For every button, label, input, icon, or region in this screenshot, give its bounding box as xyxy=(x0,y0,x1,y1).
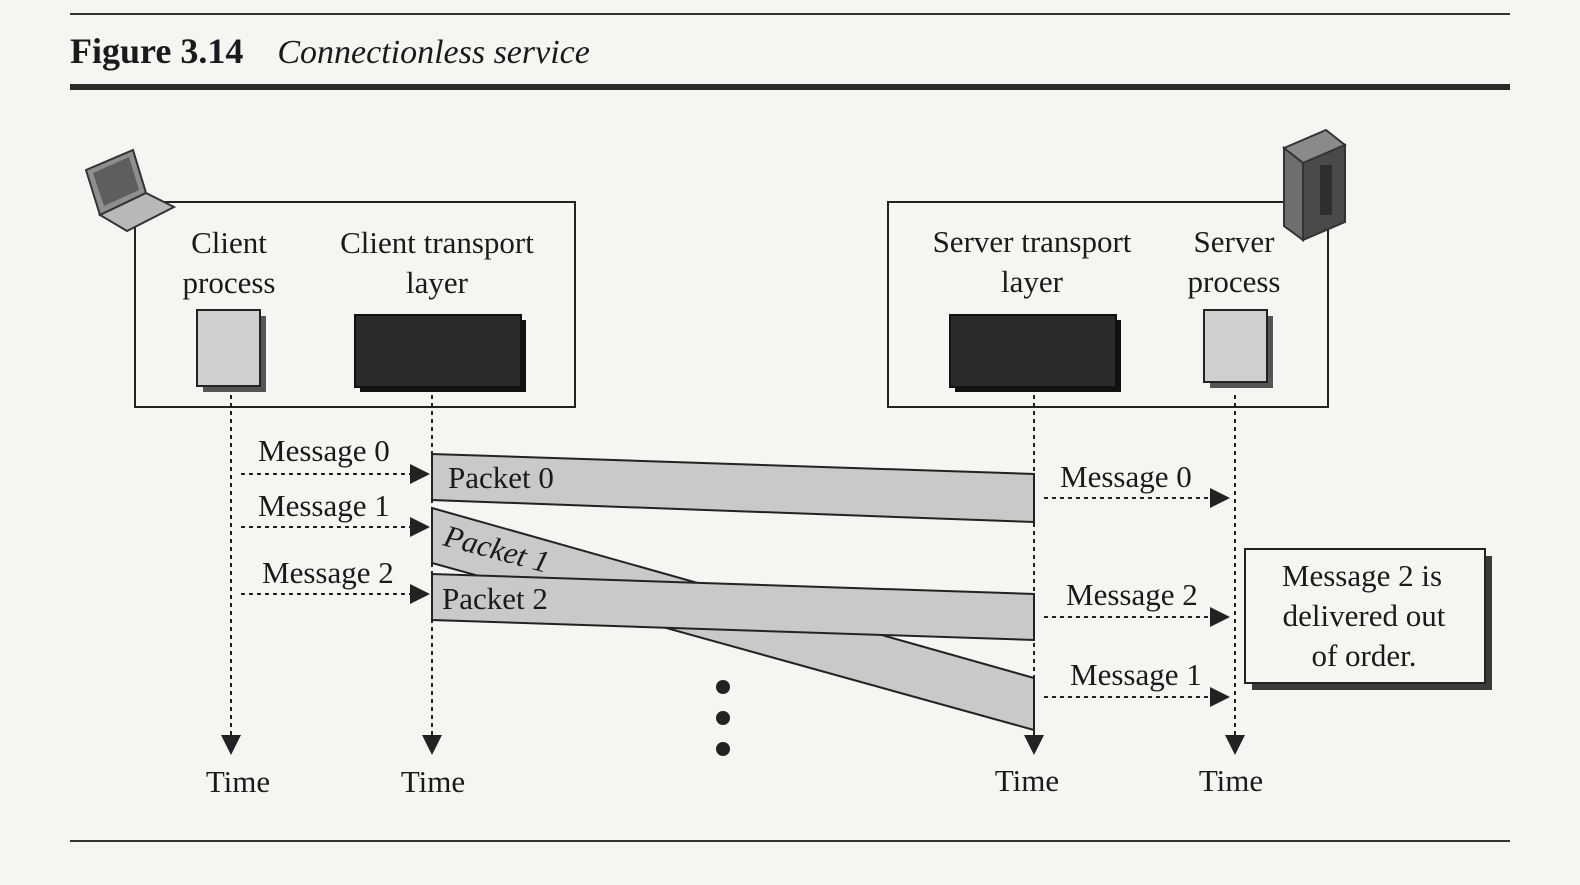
laptop-icon xyxy=(84,148,177,233)
continuation-dot-2 xyxy=(716,711,730,725)
client-process-label-2: process xyxy=(183,265,276,300)
server-process-label-1: Server xyxy=(1194,224,1276,259)
figure-caption: Figure 3.14 Connectionless service xyxy=(70,30,590,72)
sent-message-2: Message 2 xyxy=(262,555,394,590)
server-tower-icon xyxy=(1282,128,1347,242)
continuation-dot-1 xyxy=(716,680,730,694)
server-transport-block xyxy=(949,314,1121,392)
delivered-message-2: Message 2 xyxy=(1066,577,1198,612)
delivered-message-1: Message 1 xyxy=(1070,657,1202,692)
client-process-block xyxy=(196,309,266,392)
time-label-client-process: Time xyxy=(206,764,270,799)
note-line-1: Message 2 is xyxy=(1282,558,1442,593)
out-of-order-note xyxy=(1244,548,1492,690)
note-line-3: of order. xyxy=(1311,638,1416,673)
note-line-2: delivered out xyxy=(1283,598,1446,633)
delivered-message-0: Message 0 xyxy=(1060,459,1192,494)
top-rule xyxy=(70,13,1510,15)
server-transport-label-1: Server transport xyxy=(933,224,1132,259)
caption-rule xyxy=(70,84,1510,90)
sent-message-0: Message 0 xyxy=(258,433,390,468)
figure-title: Connectionless service xyxy=(277,34,590,71)
packet-label-2: Packet 2 xyxy=(442,581,548,616)
bottom-rule xyxy=(70,840,1510,842)
server-transport-label-2: layer xyxy=(1001,264,1064,299)
client-transport-label-2: layer xyxy=(406,265,469,300)
packet-2 xyxy=(431,572,1035,642)
packet-0 xyxy=(431,452,1035,524)
continuation-dot-3 xyxy=(716,742,730,756)
packet-label-0: Packet 0 xyxy=(448,460,554,495)
time-label-server-process: Time xyxy=(1199,763,1263,798)
time-label-client-transport: Time xyxy=(401,764,465,799)
client-process-label-1: Client xyxy=(191,225,267,260)
sent-message-1: Message 1 xyxy=(258,488,390,523)
server-process-block xyxy=(1203,309,1273,388)
figure-label: Figure 3.14 xyxy=(70,31,244,71)
server-process-label-2: process xyxy=(1188,264,1281,299)
client-transport-block xyxy=(354,314,526,392)
time-label-server-transport: Time xyxy=(995,763,1059,798)
client-transport-label-1: Client transport xyxy=(340,225,534,260)
